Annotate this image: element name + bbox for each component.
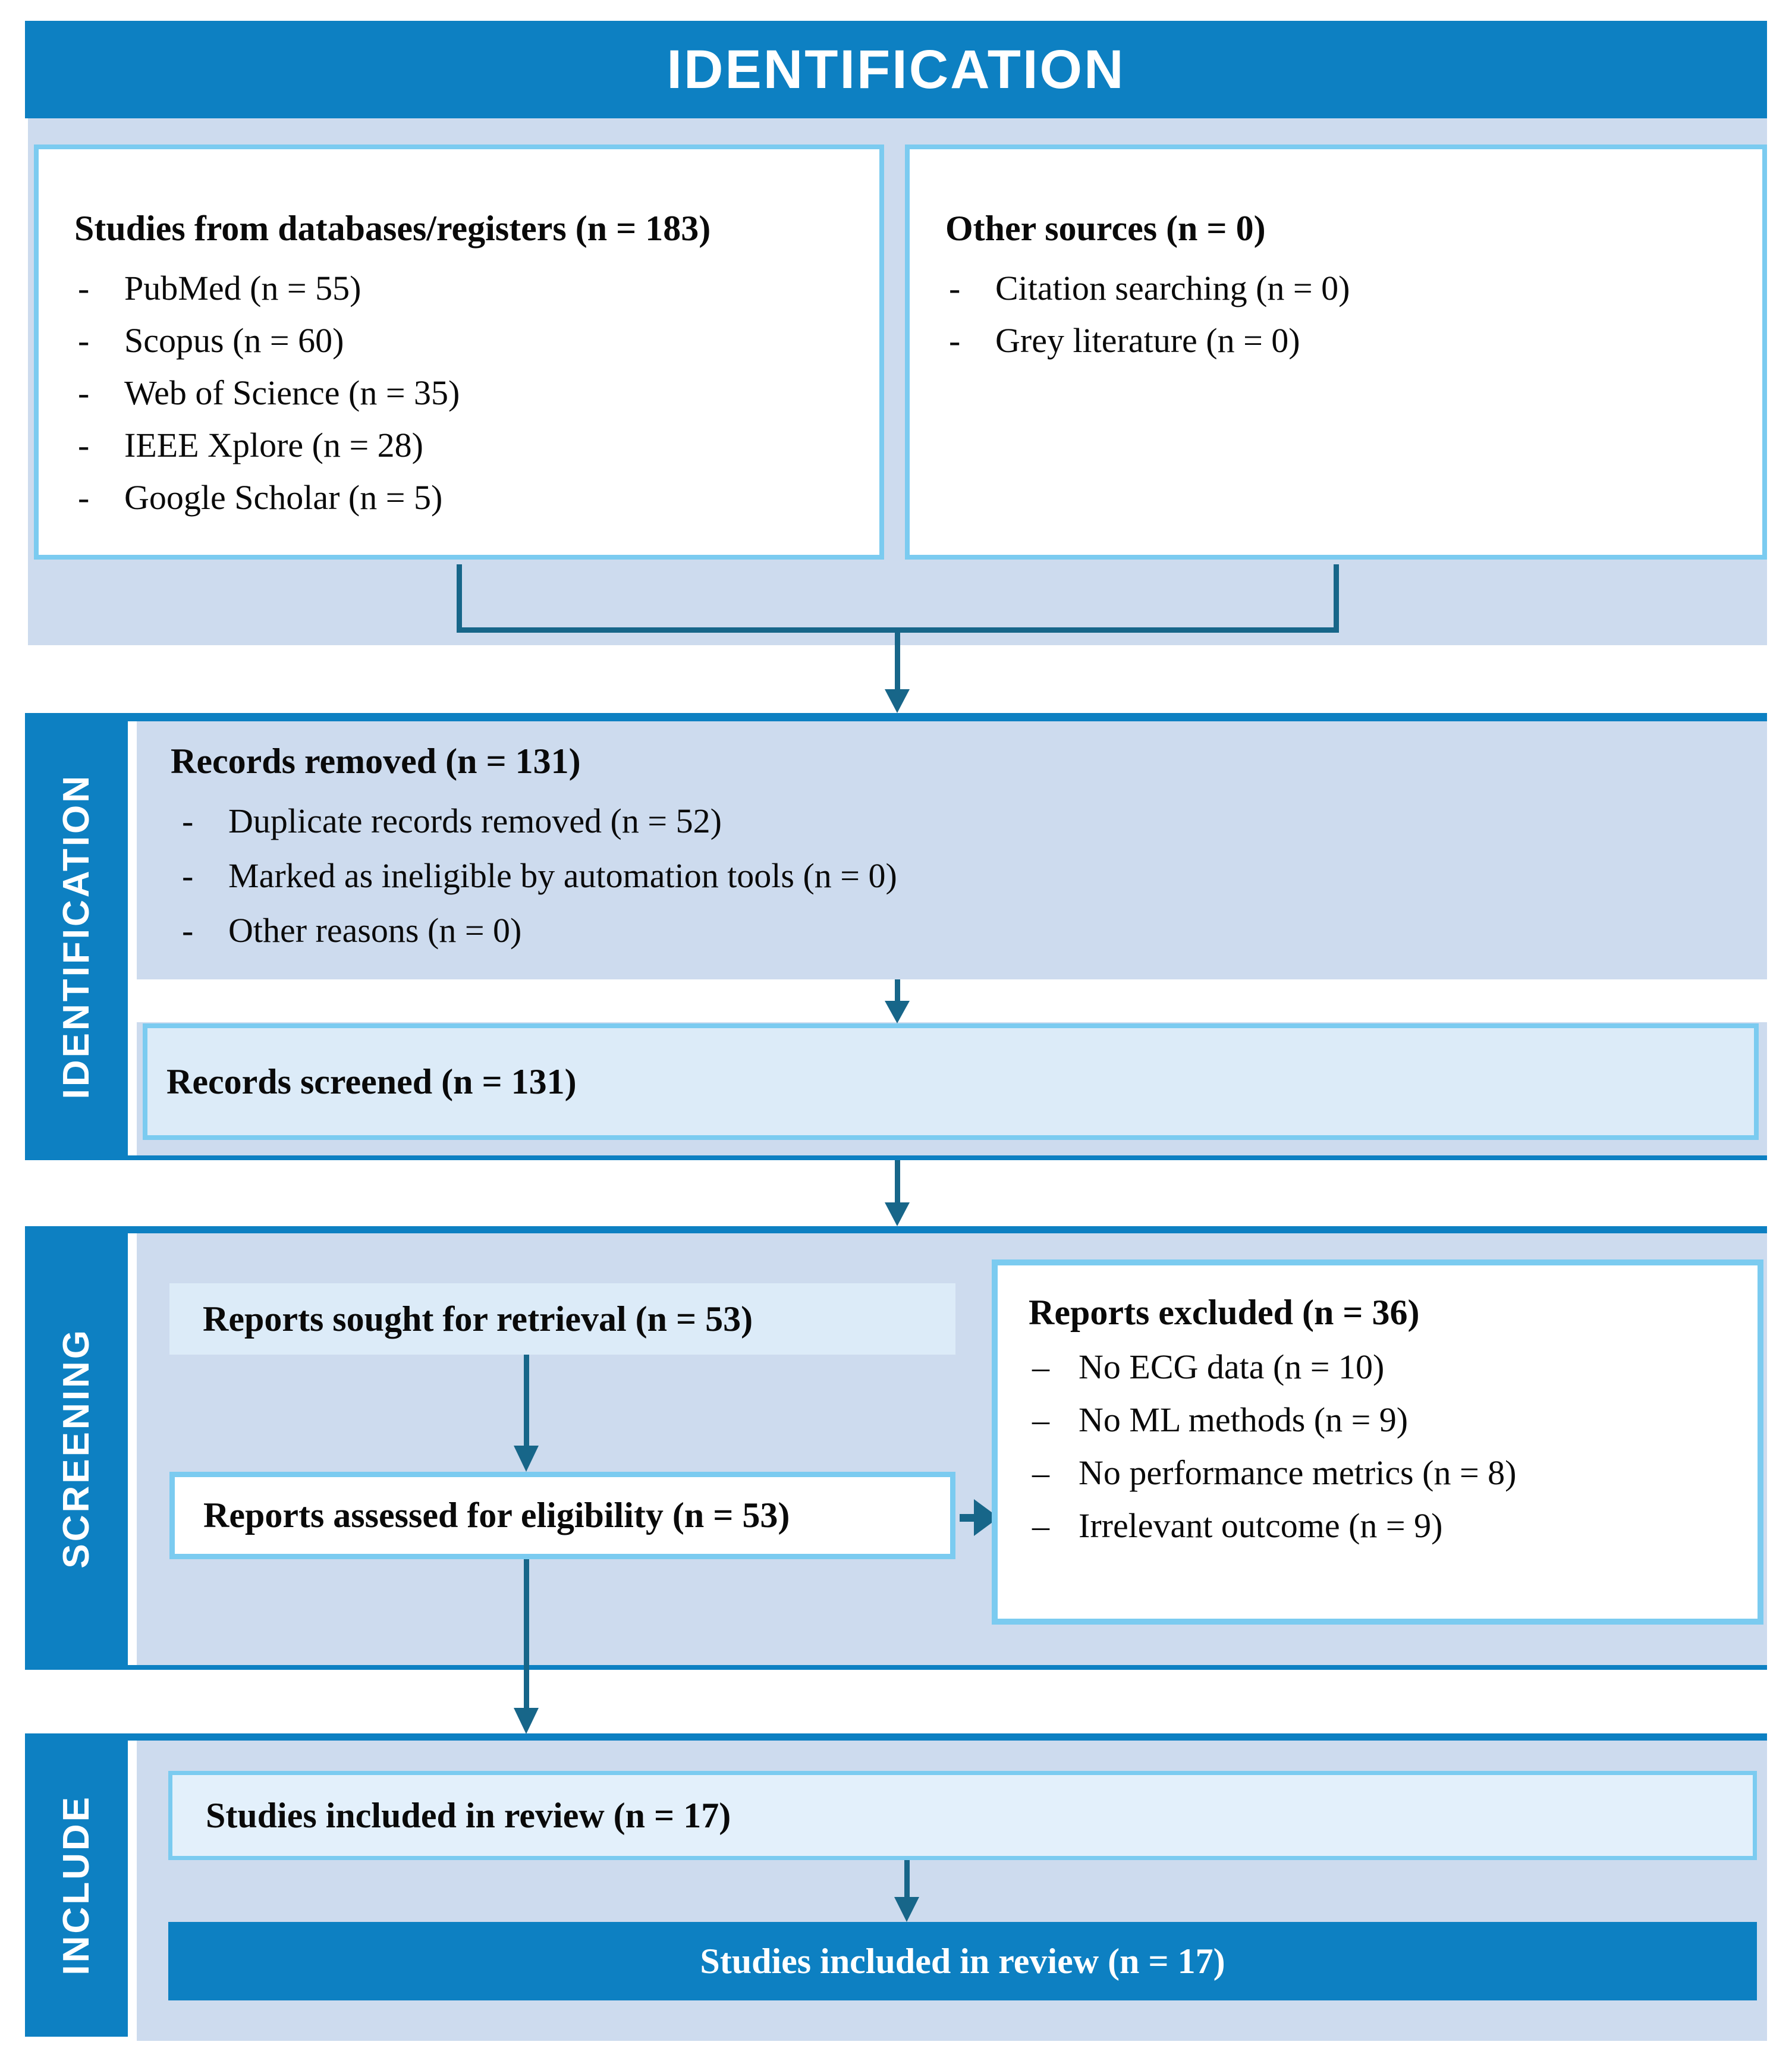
bullet-dash: - — [78, 321, 90, 360]
list-item: - Duplicate records removed (n = 52) — [178, 794, 1724, 849]
bullet-dash: – — [1032, 1453, 1049, 1492]
list-item: – No ML methods (n = 9) — [1029, 1393, 1741, 1446]
bullet-dash: - — [78, 478, 90, 517]
identification-sidebar: IDENTIFICATION — [25, 713, 128, 1160]
list-item-text: No performance metrics (n = 8) — [1079, 1453, 1517, 1492]
bullet-dash: - — [182, 911, 194, 950]
arrow-down-icon — [514, 1708, 539, 1734]
studies-included-final-box: Studies included in review (n = 17) — [168, 1922, 1757, 2000]
arrow-down-icon — [885, 1202, 910, 1226]
reports-assessed-label: Reports assessed for eligibility (n = 53… — [203, 1496, 790, 1535]
identification-section-bottom-band — [25, 1155, 1767, 1160]
bullet-dash: – — [1032, 1506, 1049, 1545]
records-screened-label: Records screened (n = 131) — [166, 1061, 577, 1101]
list-item-text: IEEE Xplore (n = 28) — [124, 426, 423, 464]
include-section-top-band — [25, 1733, 1767, 1741]
list-item-text: Citation searching (n = 0) — [995, 269, 1350, 307]
list-item-text: Other reasons (n = 0) — [228, 911, 522, 950]
list-item-text: Irrelevant outcome (n = 9) — [1079, 1506, 1443, 1545]
records-removed-list: - Duplicate records removed (n = 52) - M… — [178, 794, 1724, 958]
arrow-down-stem — [524, 1559, 529, 1709]
reports-sought-label: Reports sought for retrieval (n = 53) — [203, 1299, 753, 1339]
list-item: - Google Scholar (n = 5) — [74, 472, 857, 524]
identification-sidebar-label: IDENTIFICATION — [56, 774, 97, 1100]
arrow-down-stem — [895, 1160, 900, 1204]
arrow-down-stem — [904, 1860, 910, 1899]
arrow-down-icon — [885, 1001, 910, 1023]
connector-horizontal — [457, 627, 1339, 633]
list-item-text: Marked as ineligible by automation tools… — [228, 856, 897, 895]
list-item-text: Grey literature (n = 0) — [995, 321, 1300, 360]
list-item-text: PubMed (n = 55) — [124, 269, 361, 307]
bullet-dash: - — [78, 373, 90, 412]
bullet-dash: - — [182, 802, 194, 840]
list-item: - Scopus (n = 60) — [74, 315, 857, 367]
screening-section-top-band — [25, 1226, 1767, 1233]
identification-section-top-band — [25, 713, 1767, 721]
list-item: - Other reasons (n = 0) — [178, 903, 1724, 958]
list-item: - Marked as ineligible by automation too… — [178, 849, 1724, 903]
reports-assessed-box: Reports assessed for eligibility (n = 53… — [169, 1472, 955, 1559]
list-item: - Web of Science (n = 35) — [74, 367, 857, 419]
connector-left-vertical — [457, 564, 462, 633]
studies-included-final-label: Studies included in review (n = 17) — [700, 1941, 1225, 1981]
databases-box-title: Studies from databases/registers (n = 18… — [74, 209, 711, 248]
arrow-down-stem — [895, 979, 900, 1003]
bullet-dash: - — [949, 321, 961, 360]
bullet-dash: - — [949, 269, 961, 307]
identification-white-gap — [137, 979, 1767, 1022]
list-item-text: Scopus (n = 60) — [124, 321, 344, 360]
list-item-text: No ECG data (n = 10) — [1079, 1347, 1385, 1386]
arrow-down-stem — [524, 1355, 529, 1448]
arrow-down-stem — [895, 630, 900, 691]
connector-right-vertical — [1334, 564, 1339, 633]
reports-excluded-title: Reports excluded (n = 36) — [1029, 1293, 1420, 1332]
databases-box: Studies from databases/registers (n = 18… — [34, 145, 884, 560]
list-item: – No performance metrics (n = 8) — [1029, 1446, 1741, 1499]
screening-section-bottom-band — [25, 1665, 1767, 1670]
other-sources-box: Other sources (n = 0) - Citation searchi… — [905, 145, 1767, 560]
list-item: - IEEE Xplore (n = 28) — [74, 419, 857, 472]
records-removed-title: Records removed (n = 131) — [171, 742, 581, 781]
arrow-right-stem — [960, 1514, 976, 1522]
list-item: - Citation searching (n = 0) — [945, 262, 1740, 315]
list-item: – Irrelevant outcome (n = 9) — [1029, 1499, 1741, 1552]
bullet-dash: – — [1032, 1400, 1049, 1439]
records-screened-box: Records screened (n = 131) — [143, 1023, 1759, 1140]
include-sidebar-label: INCLUDE — [56, 1795, 97, 1975]
list-item-text: No ML methods (n = 9) — [1079, 1400, 1409, 1439]
list-item: - PubMed (n = 55) — [74, 262, 857, 315]
reports-excluded-box: Reports excluded (n = 36) – No ECG data … — [992, 1259, 1763, 1625]
arrow-down-icon — [514, 1446, 539, 1472]
identification-header-label: IDENTIFICATION — [667, 39, 1125, 100]
list-item: – No ECG data (n = 10) — [1029, 1340, 1741, 1393]
bullet-dash: – — [1032, 1347, 1049, 1386]
reports-sought-box: Reports sought for retrieval (n = 53) — [169, 1283, 955, 1355]
other-sources-box-title: Other sources (n = 0) — [945, 209, 1266, 248]
studies-included-label: Studies included in review (n = 17) — [206, 1795, 731, 1835]
studies-included-box: Studies included in review (n = 17) — [168, 1771, 1757, 1860]
include-sidebar: INCLUDE — [25, 1733, 128, 2037]
list-item: - Grey literature (n = 0) — [945, 315, 1740, 367]
bullet-dash: - — [78, 269, 90, 307]
list-item-text: Web of Science (n = 35) — [124, 373, 460, 412]
bullet-dash: - — [78, 426, 90, 464]
screening-sidebar-label: SCREENING — [56, 1327, 97, 1569]
identification-header: IDENTIFICATION — [25, 21, 1767, 118]
arrow-down-icon — [885, 689, 910, 713]
screening-sidebar: SCREENING — [25, 1226, 128, 1670]
list-item-text: Duplicate records removed (n = 52) — [228, 802, 722, 840]
list-item-text: Google Scholar (n = 5) — [124, 478, 443, 517]
bullet-dash: - — [182, 856, 194, 895]
arrow-down-icon — [894, 1897, 919, 1922]
